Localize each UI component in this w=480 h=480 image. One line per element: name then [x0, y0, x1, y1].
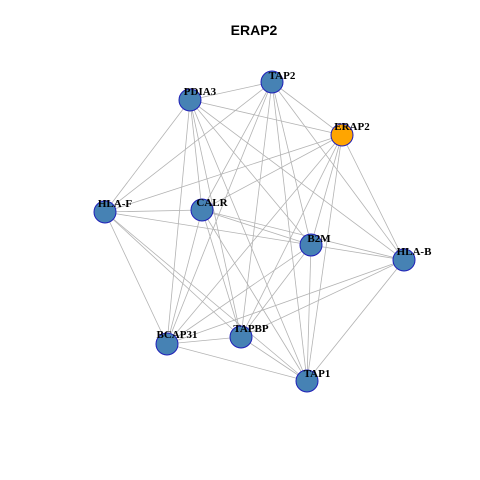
node-label-tapbp: TAPBP [233, 323, 269, 335]
node-label-erap2: ERAP2 [334, 121, 370, 133]
edge-erap2-b2m [310, 134, 343, 246]
node-label-b2m: B2M [307, 233, 331, 245]
edge-erap2-hla-f [104, 134, 343, 213]
edge-tap2-hla-f [104, 81, 273, 213]
edge-b2m-tapbp [240, 244, 312, 338]
edge-erap2-tap1 [306, 134, 343, 382]
edge-tap2-tapbp [240, 81, 273, 338]
node-pdia3 [178, 88, 202, 112]
edge-pdia3-hla-f [104, 99, 191, 213]
edge-pdia3-bcap31 [166, 99, 191, 345]
edge-pdia3-hla-b [189, 99, 405, 261]
node-tapbp [229, 325, 253, 349]
edge-b2m-bcap31 [166, 244, 312, 345]
edge-hla-f-calr [104, 209, 203, 213]
edge-tap2-hla-b [271, 81, 405, 261]
edge-hla-b-tap1 [306, 259, 405, 382]
edges-layer [104, 81, 405, 382]
edge-calr-b2m [201, 209, 312, 246]
node-tap1 [295, 369, 319, 393]
edge-pdia3-tap1 [189, 99, 308, 382]
node-label-calr: CALR [196, 197, 228, 209]
node-label-hla-f: HLA-F [98, 198, 133, 210]
edge-tap2-calr [201, 81, 273, 211]
edge-b2m-hla-b [310, 244, 405, 261]
edge-tap2-bcap31 [166, 81, 273, 345]
node-erap2 [330, 123, 354, 147]
node-calr [190, 198, 214, 222]
node-label-tap1: TAP1 [304, 368, 331, 380]
edge-pdia3-b2m [189, 99, 312, 246]
edge-tap2-b2m [271, 81, 312, 246]
edge-calr-tap1 [201, 209, 308, 382]
node-label-bcap31: BCAP31 [157, 329, 198, 341]
graph-title: ERAP2 [231, 22, 278, 38]
edge-erap2-hla-b [341, 134, 405, 261]
node-bcap31 [155, 332, 179, 356]
edge-calr-bcap31 [166, 209, 203, 345]
node-label-hla-b: HLA-B [397, 246, 433, 258]
edge-bcap31-tap1 [166, 343, 308, 382]
nodes-layer [93, 70, 416, 393]
edge-hla-f-bcap31 [104, 211, 168, 345]
edge-pdia3-erap2 [189, 99, 343, 136]
edge-hla-f-tapbp [104, 211, 242, 338]
node-label-pdia3: PDIA3 [184, 86, 217, 98]
edge-tapbp-tap1 [240, 336, 308, 382]
edge-erap2-bcap31 [166, 134, 343, 345]
edge-bcap31-tapbp [166, 336, 242, 345]
edge-calr-hla-b [201, 209, 405, 261]
edge-erap2-calr [201, 134, 343, 211]
node-label-tap2: TAP2 [269, 70, 296, 82]
edge-erap2-tapbp [240, 134, 343, 338]
edge-pdia3-calr [189, 99, 203, 211]
node-hla-b [392, 248, 416, 272]
edge-b2m-tap1 [306, 244, 312, 382]
edge-calr-tapbp [201, 209, 242, 338]
edge-hla-f-tap1 [104, 211, 308, 382]
node-b2m [299, 233, 323, 257]
edge-hla-b-bcap31 [166, 259, 405, 345]
node-hla-f [93, 200, 117, 224]
edge-hla-b-tapbp [240, 259, 405, 338]
edge-pdia3-tap2 [189, 81, 273, 101]
node-tap2 [260, 70, 284, 94]
edge-tap2-erap2 [271, 81, 343, 136]
